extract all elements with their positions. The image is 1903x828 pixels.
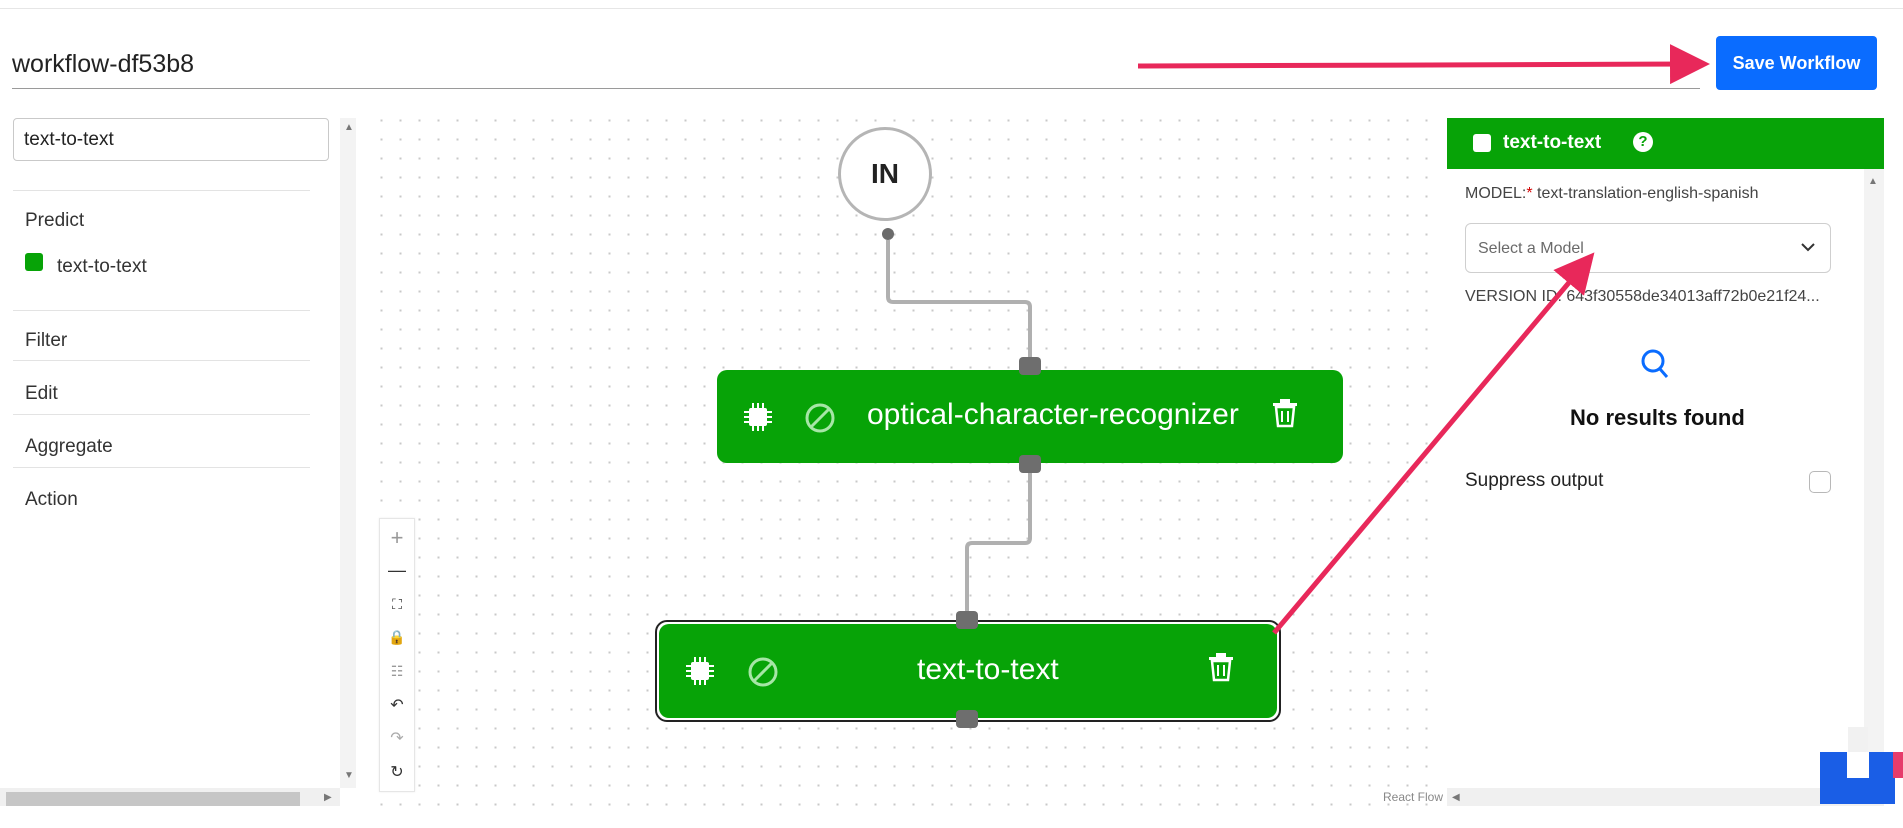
workflow-node-ocr[interactable]: optical-character-recognizer [717, 370, 1343, 463]
no-results-message: No results found [1570, 405, 1745, 430]
help-widget-accent [1893, 752, 1903, 778]
help-icon[interactable]: ? [1633, 132, 1653, 152]
divider [13, 190, 310, 191]
model-label: MODEL:* text-translation-english-spanish [1465, 185, 1758, 203]
model-value: text-translation-english-spanish [1537, 185, 1759, 202]
section-aggregate[interactable]: Aggregate [25, 436, 113, 457]
undo-icon[interactable]: ↶ [390, 696, 404, 714]
fit-view-icon[interactable]: ⛶ [392, 596, 402, 612]
redo-icon[interactable]: ↷ [390, 729, 404, 747]
required-star: * [1526, 185, 1533, 202]
ocr-output-handle[interactable] [1019, 455, 1041, 473]
zoom-out-icon[interactable]: — [388, 560, 406, 580]
node-search-input[interactable]: text-to-text [13, 118, 329, 161]
trash-icon[interactable] [1271, 398, 1299, 428]
scroll-down-arrow-icon[interactable]: ▼ [344, 770, 354, 781]
panel-horizontal-scrollbar[interactable] [1447, 788, 1884, 806]
section-edit[interactable]: Edit [25, 383, 58, 404]
node-palette-sidebar: text-to-text Predict text-to-text Filter… [0, 108, 340, 808]
scroll-left-arrow-icon[interactable]: ◀ [1452, 792, 1460, 803]
select-model-dropdown[interactable]: Select a Model [1465, 223, 1831, 273]
search-icon [1641, 349, 1669, 378]
input-node[interactable]: IN [838, 127, 932, 221]
cpu-chip-icon [686, 657, 714, 685]
disable-node-icon[interactable] [748, 657, 778, 687]
canvas-controls: + — ⛶ 🔒 ☷ ↶ ↷ ↻ [379, 518, 415, 792]
scroll-up-arrow-icon[interactable]: ▲ [344, 122, 354, 133]
lock-icon[interactable]: 🔒 [388, 629, 406, 645]
section-predict[interactable]: Predict [25, 210, 85, 231]
scroll-right-arrow-icon[interactable]: ▶ [324, 792, 332, 803]
cpu-chip-icon [744, 403, 772, 431]
sidebar-vertical-scrollbar[interactable] [340, 118, 356, 788]
divider [13, 310, 310, 311]
panel-vertical-scrollbar[interactable] [1864, 169, 1884, 789]
ocr-input-handle[interactable] [1019, 357, 1041, 375]
zoom-in-icon[interactable]: + [390, 524, 404, 550]
help-widget-logo-cutout [1847, 752, 1869, 778]
node-title: text-to-text [917, 653, 1059, 686]
cpu-chip-icon [25, 253, 43, 271]
corner-widget-shadow [1848, 727, 1868, 752]
workflow-node-text-to-text[interactable]: text-to-text [659, 624, 1277, 718]
sidebar-horizontal-scroll-thumb[interactable] [6, 792, 300, 806]
text-node-output-handle[interactable] [956, 710, 978, 728]
section-filter[interactable]: Filter [25, 330, 68, 351]
divider [13, 467, 310, 468]
text-node-input-handle[interactable] [956, 611, 978, 629]
scroll-up-arrow-icon[interactable]: ▲ [1868, 176, 1878, 187]
palette-item-text-to-text[interactable]: text-to-text [57, 256, 147, 277]
node-title: optical-character-recognizer [867, 398, 1239, 431]
disable-node-icon[interactable] [805, 403, 835, 433]
section-action[interactable]: Action [25, 489, 78, 510]
select-placeholder: Select a Model [1478, 240, 1584, 257]
reset-icon[interactable]: ↻ [390, 763, 404, 781]
chevron-down-icon [1801, 243, 1815, 252]
react-flow-attribution[interactable]: React Flow [1383, 790, 1444, 804]
model-label-text: MODEL: [1465, 185, 1527, 202]
input-node-handle[interactable] [882, 228, 894, 240]
top-divider [0, 0, 1903, 9]
trash-icon[interactable] [1207, 652, 1235, 682]
version-id-label: VERSION ID: 643f30558de34013aff72b0e21f2… [1465, 288, 1820, 305]
workflow-name-input[interactable]: workflow-df53b8 [12, 48, 1700, 89]
auto-layout-icon[interactable]: ☷ [390, 663, 404, 679]
suppress-output-label: Suppress output [1465, 470, 1604, 491]
divider [13, 360, 310, 361]
save-workflow-button[interactable]: Save Workflow [1716, 36, 1877, 90]
suppress-output-checkbox[interactable] [1809, 471, 1831, 493]
panel-title: text-to-text [1503, 132, 1602, 153]
panel-header: text-to-text ? [1447, 118, 1884, 169]
cpu-chip-icon [1473, 134, 1491, 152]
node-config-panel [1447, 118, 1903, 808]
divider [13, 414, 310, 415]
